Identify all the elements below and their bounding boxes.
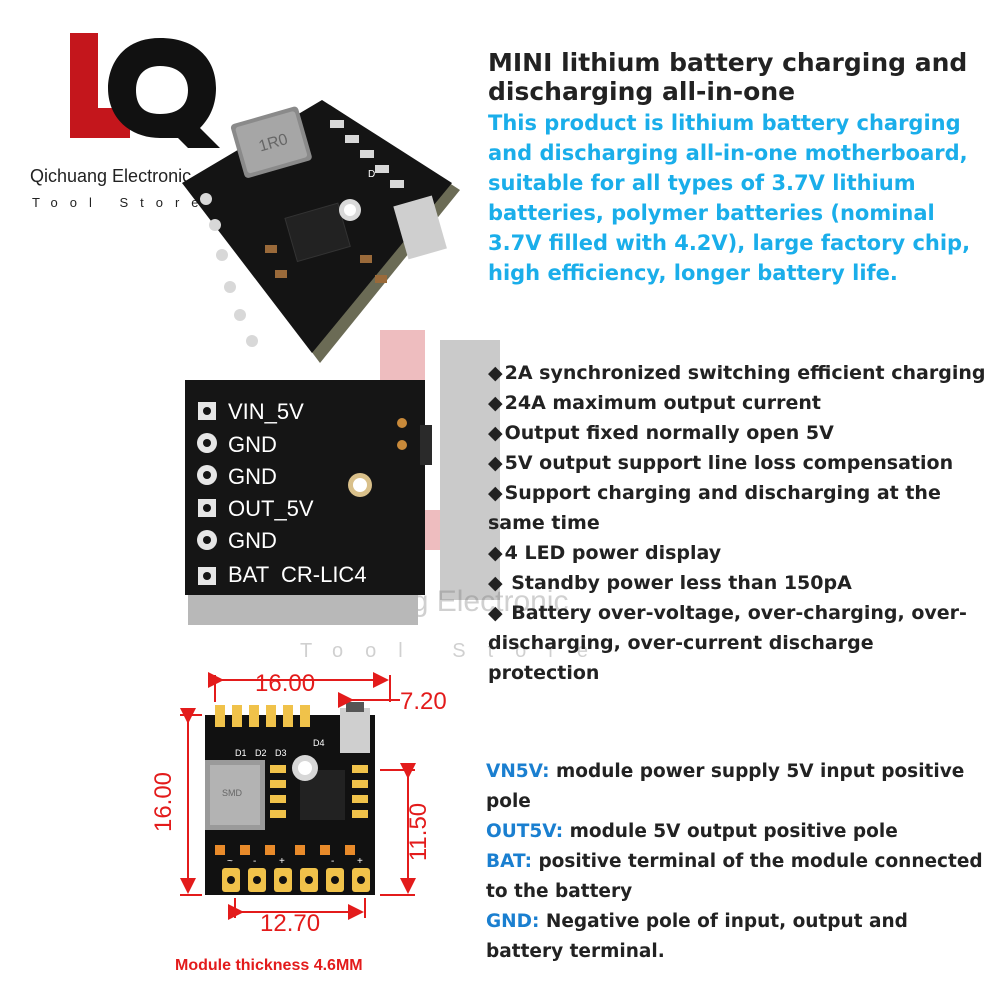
led-label-d3: D3 [275, 748, 287, 758]
dim-height-right: 11.50 [405, 802, 433, 862]
dimension-lines [180, 672, 416, 920]
diamond-bullet-icon: ◆ [488, 602, 503, 624]
pin-description: BAT: positive terminal of the module con… [486, 851, 983, 902]
feature-item: ◆4 LED power display [488, 542, 722, 564]
pin-mark-4: - [331, 856, 335, 867]
product-title: MINI lithium battery charging and discha… [488, 48, 968, 106]
feature-item: ◆Output fixed normally open 5V [488, 422, 834, 444]
diamond-bullet-icon: ◆ [488, 392, 503, 414]
pin-name: OUT5V: [486, 821, 564, 842]
led-mark: D [368, 169, 375, 180]
dim-height-left: 16.00 [150, 771, 178, 833]
pin-name: BAT: [486, 851, 532, 872]
pin-description: GND: Negative pole of input, output and … [486, 911, 908, 962]
feature-item: ◆24A maximum output current [488, 392, 822, 414]
pin-mark-2: - [253, 856, 257, 867]
feature-item: ◆ Battery over-voltage, over-charging, o… [488, 602, 967, 684]
diamond-bullet-icon: ◆ [488, 572, 503, 594]
diamond-bullet-icon: ◆ [488, 452, 503, 474]
lq-logo-icon [70, 33, 220, 148]
feature-item: ◆ Standby power less than 150pA [488, 572, 852, 594]
back-label-gnd-3: GND [228, 528, 277, 553]
pin-name: GND: [486, 911, 540, 932]
board-back-photo: VIN_5V GND GND OUT_5V GND BAT CR-LIC4 [180, 375, 450, 630]
product-intro: This product is lithium battery charging… [488, 111, 971, 285]
back-label-bat: BAT CR-LIC4 [228, 562, 367, 587]
led-label-d2: D2 [255, 748, 267, 758]
diamond-bullet-icon: ◆ [488, 362, 503, 384]
led-label-d4: D4 [313, 738, 325, 748]
diamond-bullet-icon: ◆ [488, 542, 503, 564]
thickness-note: Module thickness 4.6MM [175, 957, 363, 974]
led-label-d1: D1 [235, 748, 247, 758]
brand-subtitle: Tool Store [32, 195, 211, 210]
watermark-subtitle: Tool Store [300, 640, 611, 662]
diamond-bullet-icon: ◆ [488, 482, 503, 504]
feature-item: ◆Support charging and discharging at the… [488, 482, 941, 534]
pin-description: VN5V: module power supply 5V input posit… [486, 761, 965, 812]
pin-name: VN5V: [486, 761, 550, 782]
back-label-gnd-2: GND [228, 464, 277, 489]
brand-name: Qichuang Electronic [30, 166, 192, 186]
back-label-gnd-1: GND [228, 432, 277, 457]
diamond-bullet-icon: ◆ [488, 422, 503, 444]
dimension-drawing: 16.00 7.20 16.00 11.50 12.70 D1 D2 D3 D4… [150, 660, 470, 940]
pin-mark-3: + [279, 856, 285, 867]
back-label-out: OUT_5V [228, 496, 314, 521]
dim-offset-top: 7.20 [400, 688, 447, 715]
feature-list: ◆2A synchronized switching efficient cha… [488, 358, 988, 688]
dim-width-top: 16.00 [255, 670, 316, 697]
pin-mark-1: ~ [227, 856, 233, 867]
feature-item: ◆2A synchronized switching efficient cha… [488, 362, 986, 384]
dim-width-bottom: 12.70 [260, 910, 321, 937]
board-back-shape [185, 380, 432, 625]
pin-mark-5: + [357, 856, 363, 867]
inductor: 1R0 [230, 106, 312, 178]
pin-description: OUT5V: module 5V output positive pole [486, 821, 898, 842]
back-label-vin: VIN_5V [228, 399, 304, 424]
inductor-text: SMD [222, 788, 242, 798]
pin-description-list: VN5V: module power supply 5V input posit… [486, 757, 986, 967]
feature-item: ◆5V output support line loss compensatio… [488, 452, 954, 474]
board-top-photo: 1R0 D [182, 100, 460, 363]
